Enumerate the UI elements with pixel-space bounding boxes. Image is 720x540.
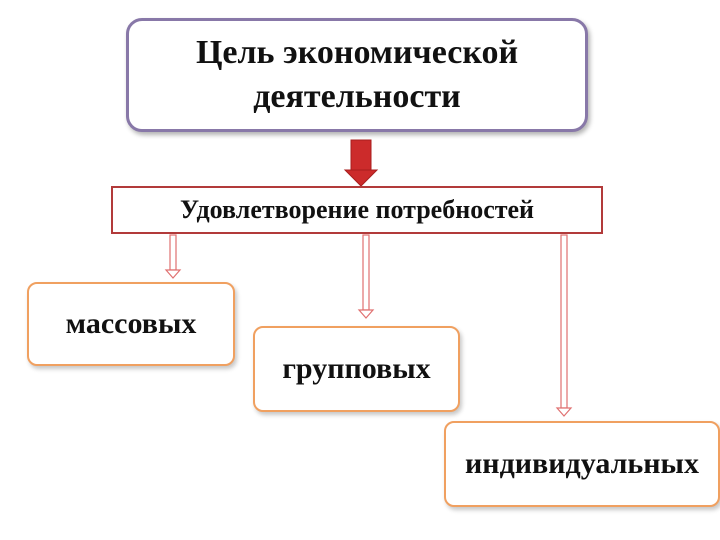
main-down-arrow — [343, 139, 379, 187]
goal-title-line2: деятельности — [253, 78, 461, 115]
kind-box-mass: массовых — [27, 282, 235, 366]
kind-label-group: групповых — [282, 352, 431, 385]
goal-title-line1: Цель экономической — [195, 34, 519, 71]
branch-arrow-indiv — [555, 234, 573, 417]
kind-box-individual: индивидуальных — [444, 421, 720, 507]
goal-title: Цель экономической деятельности — [196, 31, 518, 119]
goal-box: Цель экономической деятельности — [126, 18, 588, 132]
kind-label-individual: индивидуальных — [465, 447, 699, 480]
kind-label-mass: массовых — [65, 307, 197, 340]
branch-arrow-group — [357, 234, 375, 319]
needs-box: Удовлетворение потребностей — [111, 186, 603, 234]
branch-arrow-mass — [164, 234, 182, 279]
needs-label: Удовлетворение потребностей — [179, 195, 535, 224]
kind-box-group: групповых — [253, 326, 460, 412]
